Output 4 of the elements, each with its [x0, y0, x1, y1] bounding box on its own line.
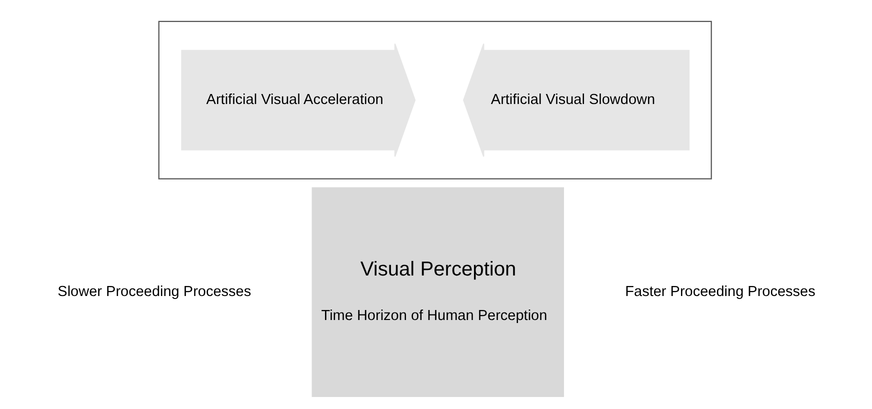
node-box: Visual Perception Time Horizon of Human Perception	[311, 187, 564, 398]
cluster	[158, 20, 712, 180]
label: Slower Proceeding Processes	[57, 284, 251, 300]
label: Faster Proceeding Processes	[624, 284, 815, 300]
